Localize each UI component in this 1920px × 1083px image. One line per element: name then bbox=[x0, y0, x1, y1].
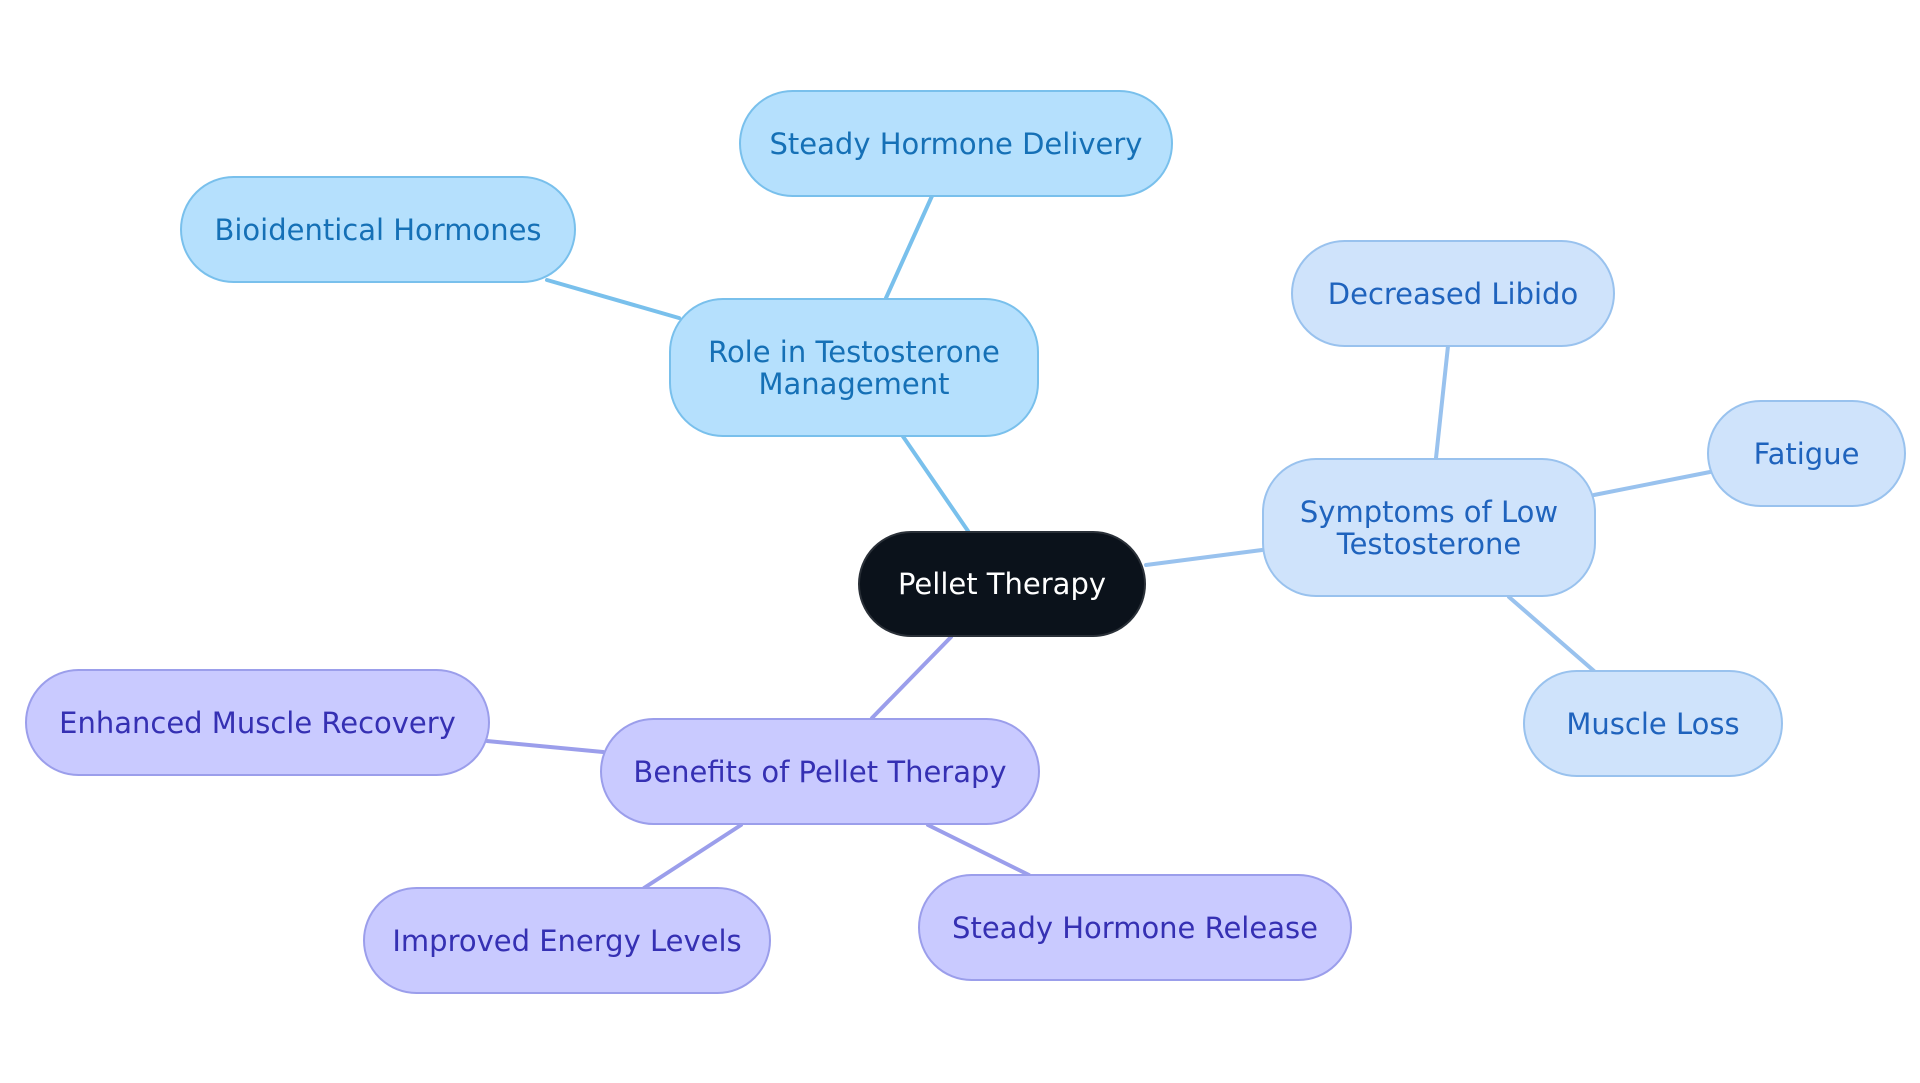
node-improved-energy-levels-label: Improved Energy Levels bbox=[392, 923, 742, 958]
link-root-symptoms bbox=[1144, 548, 1264, 567]
link-symptoms-libido bbox=[1434, 344, 1450, 460]
branch-symptoms-label: Symptoms of Low Testosterone bbox=[1299, 494, 1559, 561]
link-role-bioidentical bbox=[545, 278, 681, 320]
node-bioidentical-hormones[interactable]: Bioidentical Hormones bbox=[180, 176, 576, 283]
link-benefits-hormone-release bbox=[926, 823, 1031, 877]
branch-benefits-node[interactable]: Benefits of Pellet Therapy bbox=[600, 718, 1040, 825]
node-muscle-loss[interactable]: Muscle Loss bbox=[1523, 670, 1783, 777]
node-decreased-libido[interactable]: Decreased Libido bbox=[1291, 240, 1615, 347]
link-symptoms-muscle-loss bbox=[1507, 595, 1596, 673]
branch-role-node[interactable]: Role in Testosterone Management bbox=[669, 298, 1039, 437]
root-node-label: Pellet Therapy bbox=[897, 567, 1107, 601]
link-role-steady-delivery bbox=[884, 194, 934, 300]
node-fatigue-label: Fatigue bbox=[1753, 436, 1860, 471]
root-node[interactable]: Pellet Therapy bbox=[858, 531, 1146, 637]
link-root-role bbox=[900, 433, 970, 533]
link-benefits-muscle-recovery bbox=[485, 739, 605, 754]
node-steady-hormone-release[interactable]: Steady Hormone Release bbox=[918, 874, 1352, 981]
branch-symptoms-node[interactable]: Symptoms of Low Testosterone bbox=[1262, 458, 1596, 597]
link-symptoms-fatigue bbox=[1592, 470, 1712, 497]
node-muscle-loss-label: Muscle Loss bbox=[1566, 706, 1740, 741]
node-enhanced-muscle-recovery-label: Enhanced Muscle Recovery bbox=[59, 705, 456, 740]
node-steady-hormone-delivery[interactable]: Steady Hormone Delivery bbox=[739, 90, 1173, 197]
node-fatigue[interactable]: Fatigue bbox=[1707, 400, 1906, 507]
node-enhanced-muscle-recovery[interactable]: Enhanced Muscle Recovery bbox=[25, 669, 490, 776]
branch-role-label: Role in Testosterone Management bbox=[708, 334, 1000, 401]
branch-benefits-label: Benefits of Pellet Therapy bbox=[633, 754, 1007, 789]
node-steady-hormone-release-label: Steady Hormone Release bbox=[952, 910, 1318, 945]
link-root-benefits bbox=[870, 635, 953, 720]
node-improved-energy-levels[interactable]: Improved Energy Levels bbox=[363, 887, 771, 994]
node-bioidentical-hormones-label: Bioidentical Hormones bbox=[214, 212, 542, 247]
node-decreased-libido-label: Decreased Libido bbox=[1327, 276, 1579, 311]
node-steady-hormone-delivery-label: Steady Hormone Delivery bbox=[769, 126, 1143, 161]
link-benefits-energy bbox=[642, 823, 743, 890]
